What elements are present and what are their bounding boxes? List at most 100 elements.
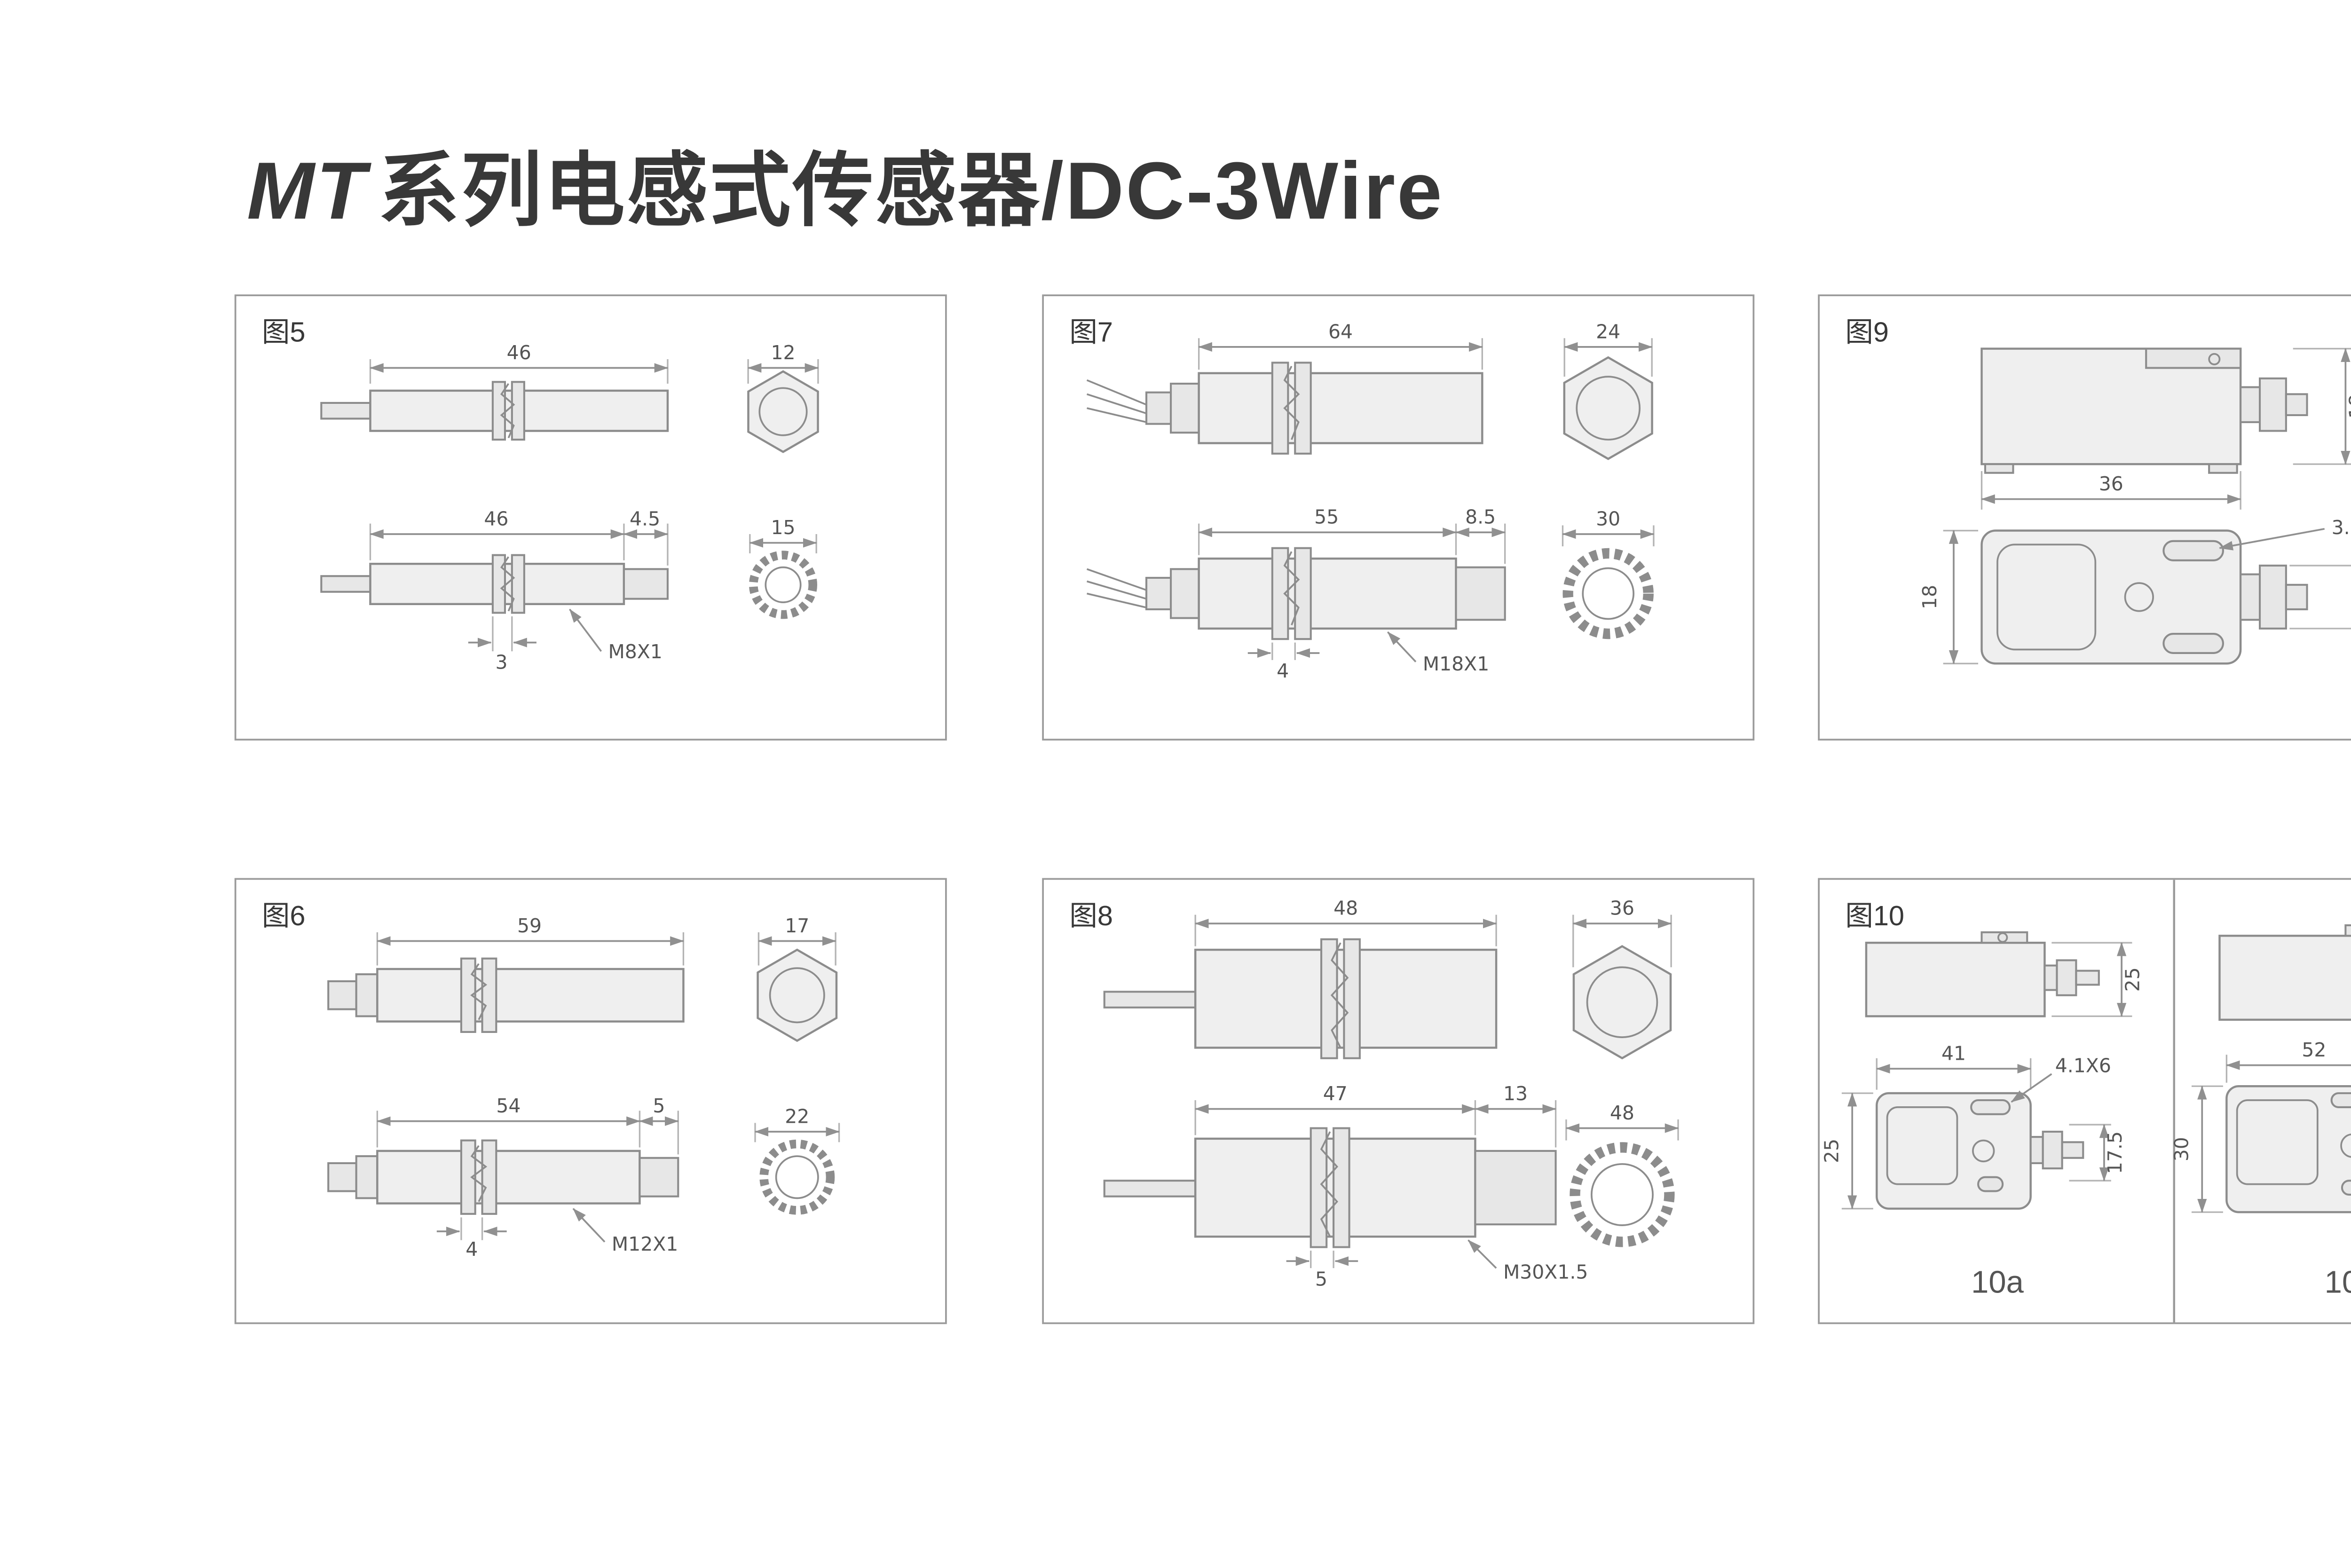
knurled-nut-bore [1582, 567, 1634, 620]
collar-ring [1343, 938, 1361, 1059]
collar-ring [481, 957, 497, 1033]
mounting-foot [2208, 463, 2238, 474]
connector-pin [2075, 969, 2100, 986]
sensing-face [1996, 544, 2097, 651]
panel-fig7: 图7 64 24 [1042, 294, 1755, 741]
dim-front-height: 25 [1820, 1139, 1843, 1163]
hex-nut-bore [769, 967, 825, 1024]
fig5-top-view: 46 12 [320, 341, 819, 453]
dim-hex-width: 12 [771, 341, 795, 364]
sensing-tip [1474, 1150, 1557, 1226]
slot-callout: 4.1X6 [2055, 1054, 2111, 1077]
dim-connector-height: 17.5 [2104, 1131, 2126, 1174]
thread-callout: M18X1 [1423, 653, 1489, 675]
connector-step [1170, 568, 1200, 619]
thread-squiggle [1320, 1131, 1339, 1237]
slot-leader [2011, 1073, 2052, 1103]
top-step [2145, 347, 2242, 369]
cable-stub [1103, 1180, 1197, 1198]
dim-tail: 8.5 [1465, 506, 1496, 528]
knurled-nut-bore [765, 566, 802, 603]
cable-hatch [1087, 592, 1147, 609]
mounting-slot [1977, 1176, 2004, 1192]
connector-step [355, 973, 379, 1017]
dim-hex-width: 17 [785, 914, 809, 937]
fig10b-front-view: 52 4.2X8 30 22 10b [2170, 1039, 2351, 1300]
mounting-hole [2340, 1133, 2351, 1158]
panel-fig10: 图10 25 [1818, 878, 2351, 1324]
connector-plug [2259, 564, 2287, 630]
sensing-tip [1455, 566, 1506, 621]
led-indicator [1997, 932, 2008, 943]
collar-ring [511, 381, 525, 441]
mounting-slot [2341, 1180, 2351, 1196]
cable-hatch [1087, 580, 1147, 600]
dim-hex-width: 36 [1610, 897, 1634, 920]
dim-nut-width: 48 [1610, 1102, 1634, 1124]
cable-stub [320, 575, 371, 593]
fig6-bottom-view: 54 5 4 M12X1 22 [327, 1095, 840, 1261]
knurled-nut [1570, 1142, 1675, 1247]
fig7-bottom-view: 55 8.5 4 M18X1 30 [1086, 506, 1655, 682]
fig9-plan-view: 3.5X8.3 18 12 [1918, 516, 2351, 665]
dim-tail: 13 [1503, 1082, 1528, 1105]
dim-length: 54 [496, 1095, 521, 1117]
sensing-face [1886, 1106, 1958, 1185]
hex-nut-bore [758, 387, 808, 436]
mounting-hole [2124, 582, 2154, 612]
mounting-foot [1984, 463, 2014, 474]
fig8-top-view: 48 36 [1103, 897, 1672, 1060]
thread-leader [1467, 1239, 1497, 1269]
top-step [1980, 931, 2028, 944]
fig8-bottom-view: 47 13 5 M30X1.5 48 [1103, 1082, 1679, 1290]
dim-width: 52 [2302, 1039, 2326, 1061]
hex-nut [1572, 945, 1672, 1060]
knurled-nut [759, 1139, 835, 1215]
dim-collar: 4 [1277, 660, 1289, 682]
thread-leader [572, 1208, 606, 1243]
fig8-label: 图8 [1069, 900, 1113, 931]
dim-length: 46 [484, 507, 508, 530]
collar-ring [1294, 547, 1312, 640]
thread-callout: M8X1 [608, 640, 662, 663]
fig9-label: 图9 [1845, 316, 1889, 348]
collar-ring [511, 554, 525, 614]
fig10-label: 图10 [1845, 900, 1904, 931]
cable-stub [1103, 991, 1197, 1009]
thread-squiggle [500, 383, 515, 439]
collar-ring [1310, 1127, 1328, 1248]
sensor-housing [1865, 941, 2046, 1017]
sensor-body [1198, 372, 1483, 444]
knurled-nut-bore [1590, 1163, 1654, 1226]
sub-figure-caption: 10b [2325, 1264, 2351, 1300]
fig10a-side-view: 25 [1865, 931, 2144, 1017]
knurled-nut [1562, 548, 1654, 639]
dim-width: 41 [1941, 1042, 1966, 1064]
dim-length: 48 [1333, 897, 1358, 920]
collar-ring [481, 1139, 497, 1215]
connector-neck [2240, 573, 2261, 621]
mounting-slot [2330, 1092, 2351, 1108]
fig7-top-view: 64 24 [1086, 320, 1653, 460]
fig5-bottom-view: 46 4.5 3 M8X1 15 [320, 507, 818, 673]
series-title-text: 系列电感式传感器/DC-3Wire [378, 144, 1444, 236]
dim-plan-height: 18 [1918, 585, 1941, 609]
fig6-label: 图6 [262, 900, 306, 931]
connector-neck [2240, 386, 2261, 423]
fig9-side-view: 18 36 [1980, 347, 2351, 510]
fig6-top-view: 59 17 [327, 914, 838, 1042]
dim-tail: 5 [653, 1095, 665, 1117]
dim-collar: 5 [1315, 1268, 1327, 1290]
fig8-drawing: 图8 48 36 [1069, 897, 1679, 1290]
hex-nut-bore [1586, 966, 1658, 1038]
mounting-slot [2162, 540, 2224, 561]
connector-plug [2259, 377, 2287, 432]
fig10a-front-view: 41 4.1X6 25 17.5 10a [1820, 1042, 2126, 1300]
dim-nut-width: 22 [785, 1105, 809, 1127]
top-step [2344, 924, 2351, 937]
fig10-drawing: 图10 25 [1820, 880, 2351, 1323]
sensor-body [376, 968, 685, 1023]
panel-fig5: 图5 46 12 [234, 294, 947, 741]
sensing-face [2236, 1099, 2319, 1185]
